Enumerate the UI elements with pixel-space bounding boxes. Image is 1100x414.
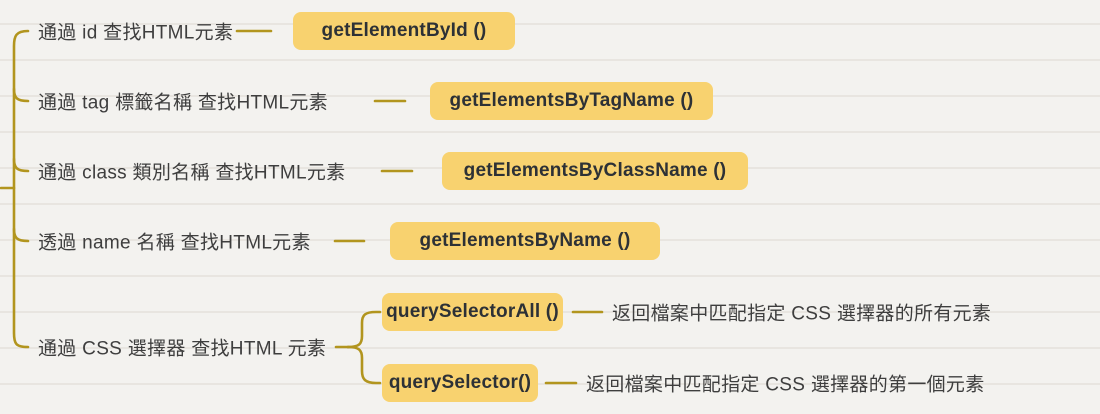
method-chip-queryselector[interactable]: querySelector() — [382, 364, 538, 402]
method-chip-getelementsbyname[interactable]: getElementsByName () — [390, 222, 660, 260]
description-queryselector: 返回檔案中匹配指定 CSS 選擇器的第一個元素 — [586, 374, 985, 396]
tree-trunk — [12, 29, 30, 349]
topic-find-by-tag[interactable]: 通過 tag 標籤名稱 查找HTML元素 — [38, 92, 328, 114]
topic-find-by-name[interactable]: 透過 name 名稱 查找HTML元素 — [38, 232, 311, 254]
topic-find-by-css-selector[interactable]: 通過 CSS 選擇器 查找HTML 元素 — [38, 338, 327, 360]
method-chip-getelementsbyclassname[interactable]: getElementsByClassName () — [442, 152, 748, 190]
bracket-up-curve — [346, 310, 382, 349]
method-chip-getelementbyid[interactable]: getElementById () — [293, 12, 515, 50]
branch-curve-2 — [12, 87, 30, 103]
topic-find-by-id[interactable]: 通過 id 查找HTML元素 — [38, 22, 234, 44]
topic-find-by-class[interactable]: 通過 class 類別名稱 查找HTML元素 — [38, 162, 346, 184]
method-chip-getelementsbytagname[interactable]: getElementsByTagName () — [430, 82, 713, 120]
method-chip-queryselectorall[interactable]: querySelectorAll () — [382, 293, 563, 331]
description-queryselectorall: 返回檔案中匹配指定 CSS 選擇器的所有元素 — [612, 303, 992, 325]
branch-curve-4 — [12, 227, 30, 243]
bracket-down-curve — [346, 345, 382, 385]
branch-curve-3 — [12, 157, 30, 173]
